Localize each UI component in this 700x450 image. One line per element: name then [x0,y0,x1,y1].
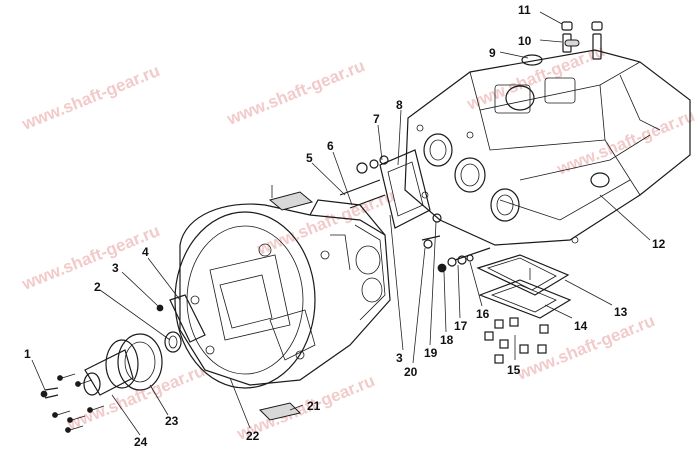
callout-4: 4 [142,245,149,259]
callout-18: 18 [440,333,454,347]
callout-17: 17 [454,319,468,333]
callout-labels: 1 2 3 4 5 6 7 8 9 10 11 12 13 14 15 16 1… [24,3,666,449]
callout-14: 14 [574,319,588,333]
callout-2: 2 [94,280,101,294]
watermark-5: www.shaft-gear.ru [253,186,397,259]
callout-22: 22 [246,429,260,443]
intermediate-plate [379,149,431,229]
top-bolts [521,21,603,66]
callout-7: 7 [373,112,380,126]
callout-15: 15 [507,363,521,377]
bottom-cover-assembly [476,254,572,364]
studs-and-nuts [421,213,491,273]
callout-24: 24 [134,435,148,449]
watermark-4: www.shaft-gear.ru [18,221,162,294]
watermark-7: www.shaft-gear.ru [63,361,207,434]
callout-16: 16 [476,307,490,321]
callout-23: 23 [165,414,179,428]
callout-5: 5 [306,151,313,165]
callout-13: 13 [614,305,628,319]
callout-9: 9 [489,46,496,60]
callout-11: 11 [518,3,531,17]
watermark-2: www.shaft-gear.ru [223,56,367,129]
callout-20: 20 [404,365,418,379]
callout-3-left: 3 [112,261,119,275]
callout-10: 10 [518,34,532,48]
watermark-1: www.shaft-gear.ru [18,61,162,134]
callout-21: 21 [307,399,321,413]
front-bolts [40,373,105,433]
callout-8: 8 [396,98,403,112]
callout-3-right: 3 [396,351,403,365]
gasket-4 [169,294,206,343]
callout-19: 19 [424,346,438,360]
bell-housing [174,199,391,389]
leader-lines [31,11,651,436]
callout-6: 6 [327,139,334,153]
watermark-layer: www.shaft-gear.ru www.shaft-gear.ru www.… [18,41,697,444]
grille-plates [259,185,314,421]
callout-12: 12 [652,237,666,251]
small-parts-5-7 [339,155,389,209]
callout-1: 1 [24,347,31,361]
front-cover-assembly [83,304,182,396]
